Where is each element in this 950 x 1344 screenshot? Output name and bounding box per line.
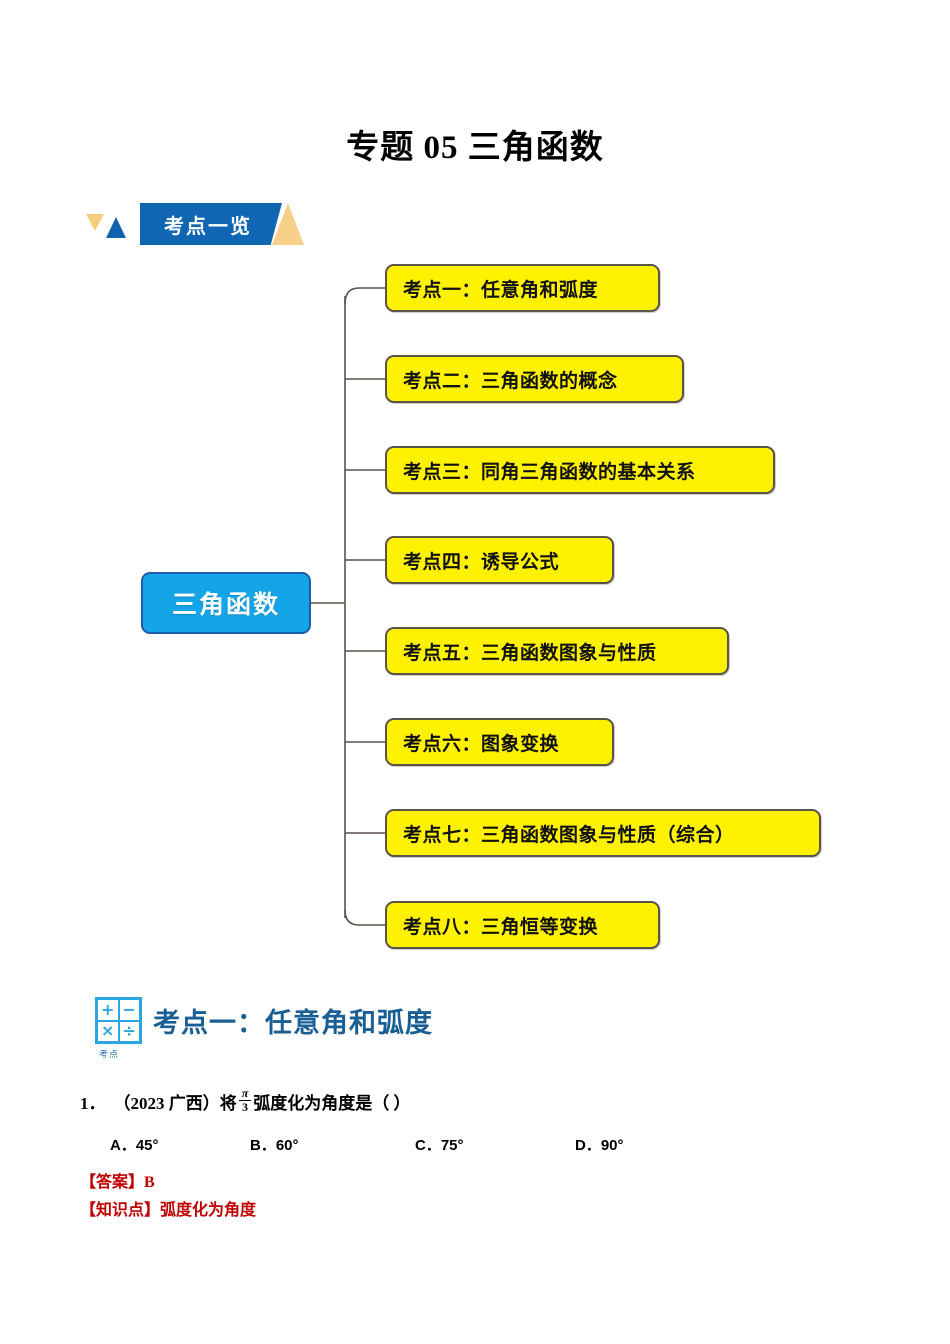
banner-label: 考点一览 — [140, 203, 282, 245]
mindmap-node-2[interactable]: 考点二：三角函数的概念 — [385, 355, 684, 403]
option-b[interactable]: B．60° — [250, 1134, 299, 1155]
option-c[interactable]: C．75° — [415, 1134, 464, 1155]
question-stem: 1． （2023 广西） 将 π 3 弧度化为角度是（ ） — [80, 1087, 411, 1114]
option-c-value: 75° — [440, 1137, 464, 1154]
mindmap-node-6[interactable]: 考点六：图象变换 — [385, 718, 614, 766]
section-heading: + − × ÷ 考点一：任意角和弧度 — [95, 997, 433, 1044]
answer-line: 【答案】B — [80, 1174, 155, 1191]
knowledge-point-line: 【知识点】弧度化为角度 — [80, 1202, 257, 1219]
section-title: 考点一：任意角和弧度 — [153, 1008, 433, 1038]
exam-points-banner: 考点一览 — [86, 203, 304, 245]
calc-divide-icon: ÷ — [118, 1020, 140, 1042]
mindmap: 三角函数 考点一：任意角和弧度 考点二：三角函数的概念 考点三：同角三角函数的基… — [0, 250, 950, 970]
option-a-key: A． — [110, 1137, 136, 1154]
mindmap-node-3[interactable]: 考点三：同角三角函数的基本关系 — [385, 446, 775, 494]
calc-minus-icon: − — [118, 999, 140, 1021]
mindmap-node-7[interactable]: 考点七：三角函数图象与性质（综合） — [385, 809, 821, 857]
question-number: 1． — [80, 1093, 106, 1113]
option-d-value: 90° — [600, 1137, 624, 1154]
triangle-up-blue-icon — [106, 216, 126, 238]
question-source: （2023 广西） — [113, 1093, 220, 1113]
option-c-key: C． — [415, 1137, 441, 1154]
option-a[interactable]: A．45° — [110, 1134, 159, 1155]
option-d[interactable]: D．90° — [575, 1134, 624, 1155]
option-d-key: D． — [575, 1137, 601, 1154]
mindmap-connectors — [311, 287, 385, 926]
option-b-key: B． — [250, 1137, 276, 1154]
fraction-pi-over-3: π 3 — [238, 1087, 252, 1114]
clipped-text-artifact: 考点 — [99, 1050, 120, 1058]
mindmap-node-5[interactable]: 考点五：三角函数图象与性质 — [385, 627, 729, 675]
fraction-numerator: π — [238, 1087, 252, 1101]
question-stem-after: 弧度化为角度是（ ） — [253, 1093, 411, 1113]
mindmap-node-4[interactable]: 考点四：诱导公式 — [385, 536, 614, 584]
calculator-icon: + − × ÷ — [95, 997, 142, 1044]
calc-times-icon: × — [97, 1020, 119, 1042]
page-title: 专题 05 三角函数 — [346, 130, 604, 166]
mindmap-node-1[interactable]: 考点一：任意角和弧度 — [385, 264, 660, 312]
mindmap-node-8[interactable]: 考点八：三角恒等变换 — [385, 901, 660, 949]
fraction-denominator: 3 — [242, 1099, 249, 1114]
triangle-down-icon — [86, 213, 104, 231]
mindmap-root-node[interactable]: 三角函数 — [141, 572, 311, 634]
option-b-value: 60° — [275, 1137, 299, 1154]
question-stem-before: 将 — [219, 1093, 237, 1113]
option-a-value: 45° — [135, 1137, 159, 1154]
calc-plus-icon: + — [97, 999, 119, 1021]
